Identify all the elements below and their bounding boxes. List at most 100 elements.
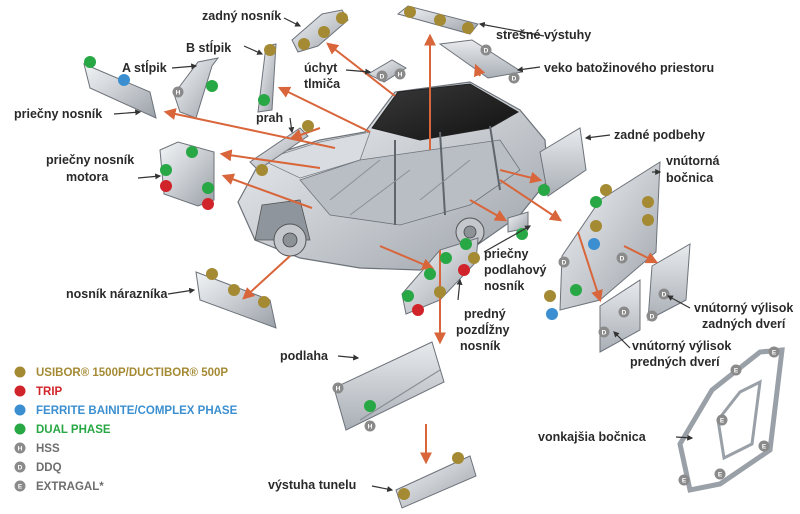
ddq-marker: D <box>480 44 492 56</box>
label-zadne-podbehy: zadné podbehy <box>614 128 705 142</box>
usibor-dot <box>298 38 310 50</box>
dual-phase-dot <box>84 56 96 68</box>
material-markers <box>84 6 654 500</box>
dual-phase-dot <box>538 184 550 196</box>
trip-dot <box>412 304 424 316</box>
usibor-dot <box>398 488 410 500</box>
ferrite-dot <box>588 238 600 250</box>
dual-phase-dot <box>258 94 270 106</box>
svg-text:HSS: HSS <box>36 443 60 455</box>
label-veko: veko batožinového priestoru <box>544 61 714 75</box>
svg-text:D: D <box>562 260 567 267</box>
car-body <box>237 81 549 271</box>
usibor-dot <box>228 284 240 296</box>
ddq-marker: D <box>658 288 670 300</box>
legend-item-extragal: E EXTRAGAL* <box>14 480 104 493</box>
extragal-marker: E <box>758 440 770 452</box>
svg-text:E: E <box>762 444 767 451</box>
label-zadny-nosnik: zadný nosník <box>202 9 281 23</box>
part-veko <box>438 39 524 79</box>
usibor-dot <box>590 220 602 232</box>
part-a-stlpik <box>173 57 220 119</box>
svg-text:E: E <box>682 478 687 485</box>
label-tunel: výstuha tunelu <box>268 478 356 492</box>
label-podlahovy-1: priečny <box>484 247 529 261</box>
svg-text:E: E <box>718 472 723 479</box>
usibor-dot <box>462 22 474 34</box>
extragal-marker <box>14 480 26 492</box>
dual-phase-dot <box>516 228 528 240</box>
usibor-dot <box>544 290 556 302</box>
svg-text:D: D <box>380 74 385 81</box>
label-vyslisok-zadnych-1: vnútorný výlisok <box>694 301 793 315</box>
trip-dot <box>458 264 470 276</box>
dual-phase-dot <box>186 146 198 158</box>
dual-phase-dot <box>402 290 414 302</box>
part-podlaha <box>333 341 445 431</box>
label-vnutorna-1: vnútorná <box>666 154 720 168</box>
part-vystuha-tunelu <box>395 455 477 509</box>
label-pn-motora-1: priečny nosník <box>46 153 134 167</box>
extragal-marker: E <box>730 364 742 376</box>
svg-text:D: D <box>512 76 517 83</box>
extragal-marker: E <box>678 474 690 486</box>
svg-text:H: H <box>368 424 373 431</box>
svg-text:E: E <box>18 484 23 491</box>
usibor-dot <box>642 196 654 208</box>
part-vyslisok-prednych <box>599 279 641 353</box>
hss-marker: H <box>172 86 184 98</box>
legend-item-usibor: USIBOR® 1500P/DUCTIBOR® 500P <box>14 366 228 379</box>
part-vonkajsia-bocnica <box>677 347 785 493</box>
usibor-dot <box>264 44 276 56</box>
leader-lines <box>113 17 694 493</box>
svg-text:H: H <box>398 72 403 79</box>
hss-marker: H <box>332 382 344 394</box>
ddq-marker: D <box>558 256 570 268</box>
ddq-marker: D <box>598 326 610 338</box>
hss-marker: H <box>394 68 406 80</box>
dual-phase-dot <box>202 182 214 194</box>
dual-phase-dot <box>364 400 376 412</box>
ferrite-dot <box>118 74 130 86</box>
ddq-marker: D <box>508 72 520 84</box>
legend-item-ddq: D DDQ <box>14 461 62 474</box>
usibor-dot <box>206 268 218 280</box>
dual-phase-dot <box>590 196 602 208</box>
usibor-dot <box>452 452 464 464</box>
usibor-dot <box>434 14 446 26</box>
ddq-marker: D <box>376 70 388 82</box>
dual-phase-dot <box>424 268 436 280</box>
label-predny-1: predný <box>464 307 506 321</box>
svg-text:H: H <box>18 446 23 453</box>
label-stresne-vystuhy: strešné výstuhy <box>496 28 591 42</box>
legend-item-trip: TRIP <box>14 385 63 398</box>
label-uchyt-1: úchyt <box>304 61 338 75</box>
label-vyslisok-prednych-2: predných dverí <box>630 355 720 369</box>
label-prah: prah <box>256 111 283 125</box>
ddq-marker <box>14 461 26 473</box>
usibor-dot <box>302 120 314 132</box>
legend-item-dual: DUAL PHASE <box>14 423 111 436</box>
extragal-marker: E <box>768 346 780 358</box>
label-vnutorna-2: bočnica <box>666 171 714 185</box>
usibor-dot <box>642 214 654 226</box>
trip-dot <box>202 198 214 210</box>
letter-markers: H H D D D D D D D D D H H E E E E E E <box>172 44 780 486</box>
usibor-dot <box>468 252 480 264</box>
label-vyslisok-prednych-1: vnútorný výlisok <box>632 339 731 353</box>
extragal-marker: E <box>716 414 728 426</box>
usibor-dot <box>256 164 268 176</box>
hss-marker: H <box>364 420 376 432</box>
ferrite-dot <box>546 308 558 320</box>
label-naraznik: nosník nárazníka <box>66 287 168 301</box>
label-priecny-nosnik: priečny nosník <box>14 107 102 121</box>
label-vonkajsia: vonkajšia bočnica <box>538 430 647 444</box>
legend-item-hss: H HSS <box>14 442 60 455</box>
svg-text:USIBOR® 1500P/DUCTIBOR® 500P: USIBOR® 1500P/DUCTIBOR® 500P <box>36 367 228 379</box>
usibor-dot <box>336 12 348 24</box>
svg-text:D: D <box>484 48 489 55</box>
svg-text:H: H <box>176 90 181 97</box>
svg-text:DUAL PHASE: DUAL PHASE <box>36 424 111 436</box>
part-zadne-podbehy <box>539 127 587 197</box>
